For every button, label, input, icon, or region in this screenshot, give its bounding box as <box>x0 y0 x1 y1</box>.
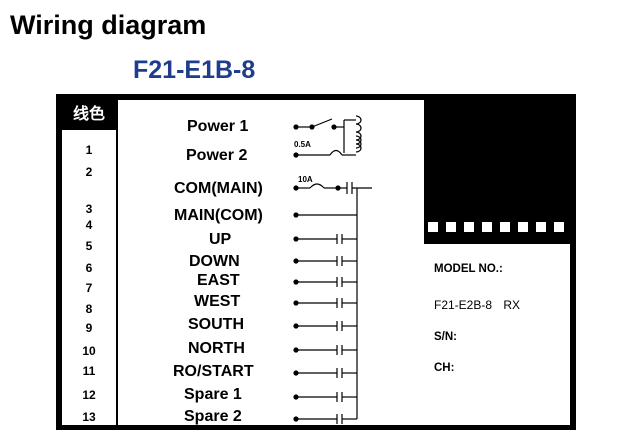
terminal-label-north: NORTH <box>188 340 245 357</box>
terminal-label-up: UP <box>209 231 232 248</box>
led-square <box>554 222 564 232</box>
led-square <box>482 222 492 232</box>
terminal-number-column <box>62 100 116 425</box>
led-square <box>518 222 528 232</box>
led-square <box>500 222 510 232</box>
page-title: Wiring diagram <box>10 10 207 40</box>
terminal-label-area <box>118 100 424 425</box>
led-square <box>428 222 438 232</box>
terminal-number: 1 <box>85 143 93 157</box>
model-suffix: RX <box>503 298 521 312</box>
terminal-label-main-com: MAIN(COM) <box>174 207 263 224</box>
terminal-label-power-2: Power 2 <box>186 147 248 164</box>
terminal-number: 7 <box>85 281 93 295</box>
terminal-label-power-1: Power 1 <box>187 118 249 135</box>
model-no-label: MODEL NO.: <box>434 263 503 275</box>
com-main-contact-symbol <box>293 182 372 419</box>
terminal-number: 6 <box>85 261 93 275</box>
terminal-number: 3 <box>85 202 93 216</box>
main-com-wire-symbol <box>293 212 357 218</box>
receiver-led-strip <box>426 222 572 236</box>
wire-color-header: 线色 <box>62 100 116 130</box>
terminal-number: 2 <box>85 165 93 179</box>
power-fuse-rating: 0.5A <box>294 140 311 149</box>
serial-number-label: S/N: <box>434 331 457 343</box>
terminal-label-east: EAST <box>197 272 240 289</box>
terminal-label-ro-start: RO/START <box>173 363 254 380</box>
model-no-text: F21-E2B-8 <box>434 298 493 312</box>
receiver-label-panel <box>424 244 570 425</box>
terminal-label-com-main: COM(MAIN) <box>174 180 263 197</box>
terminal-label-down: DOWN <box>189 253 240 270</box>
terminal-label-spare-2: Spare 2 <box>184 408 242 425</box>
main-fuse-rating: 10A <box>298 175 313 184</box>
relay-contact-symbols <box>293 234 357 424</box>
channel-label: CH: <box>434 362 455 374</box>
terminal-label-spare-1: Spare 1 <box>184 386 242 403</box>
model-no-value: F21-E2B-8 RX <box>434 298 520 312</box>
terminal-number: 12 <box>82 388 96 402</box>
terminal-number: 10 <box>82 344 96 358</box>
terminal-number: 8 <box>85 302 93 316</box>
power-1-switch-coil-symbol <box>293 115 362 153</box>
terminal-number: 9 <box>85 321 93 335</box>
led-square <box>536 222 546 232</box>
terminal-number: 5 <box>85 239 93 253</box>
led-square <box>446 222 456 232</box>
terminal-label-south: SOUTH <box>188 316 244 333</box>
terminal-number: 13 <box>82 410 96 424</box>
terminal-number: 11 <box>82 364 96 378</box>
led-square <box>464 222 474 232</box>
power-2-fuse-coil-symbol <box>293 135 362 158</box>
terminal-label-west: WEST <box>194 293 241 310</box>
receiver-body <box>424 100 570 220</box>
terminal-number: 4 <box>85 218 93 232</box>
model-title: F21-E1B-8 <box>133 56 256 84</box>
